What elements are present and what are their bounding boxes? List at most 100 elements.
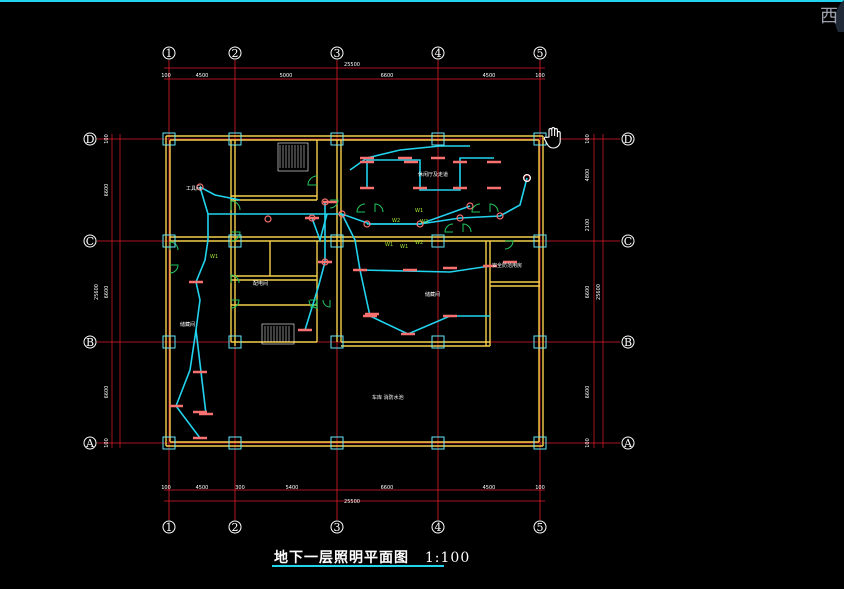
ceiling-light: [363, 220, 371, 228]
light-fixtures: [169, 156, 531, 440]
door-swing: [504, 240, 514, 250]
room-label-storage_1: 储藏间: [180, 321, 195, 328]
door-swing: [230, 274, 240, 284]
column: [431, 132, 445, 146]
dim-left-span: 6600: [104, 386, 110, 399]
wall-outlines: [165, 135, 544, 447]
drawing-scale: 1:100: [424, 550, 471, 566]
dim-right-span: 6600: [585, 386, 591, 399]
dim-bottom-span: 4500: [483, 485, 496, 491]
dim-bottom-span: 6600: [381, 485, 394, 491]
room-label-tool_room: 工具间: [186, 185, 201, 192]
ceiling-light: [264, 215, 272, 223]
grid-col-bottom-1-label: 1: [166, 521, 173, 534]
dim-left-span: 100: [104, 438, 110, 448]
door-swing: [356, 203, 366, 213]
ceiling-light: [456, 214, 464, 222]
grid-row-left-D-label: D: [86, 133, 95, 146]
grid-col-top-4-label: 4: [435, 47, 442, 60]
dim-bottom-span: 100: [161, 485, 171, 491]
grid-col-bottom-2-label: 2: [232, 521, 239, 534]
wire-run: [175, 214, 209, 407]
room-label-distribution_room: 配电间: [253, 280, 268, 287]
dim-bottom-span: 4500: [196, 485, 209, 491]
door-swing: [374, 203, 384, 213]
grid-row-left-B-label: B: [86, 336, 94, 349]
axis-lines: [97, 60, 620, 520]
wire-run: [311, 213, 328, 243]
door-swing: [230, 200, 241, 211]
dim-top-span: 6600: [381, 73, 394, 79]
ceiling-light: [523, 174, 531, 182]
door-swing: [169, 241, 179, 251]
grid-col-top-2-label: 2: [232, 47, 239, 60]
column: [330, 132, 344, 146]
pan-hand-cursor-icon: [543, 127, 561, 149]
door-swing: [329, 199, 339, 209]
dim-top-span: 4500: [196, 73, 209, 79]
ceiling-light: [308, 214, 316, 222]
dim-bottom-span: 100: [535, 485, 545, 491]
drawing-title: 地下一层照明平面图 1:100: [274, 547, 470, 567]
column: [533, 234, 547, 248]
room-label-lounge: 休闲厅及走道: [418, 171, 448, 178]
wire-run: [304, 202, 326, 331]
dim-top-span: 5000: [280, 73, 293, 79]
dim-right-span: 2100: [585, 219, 591, 232]
dim-bottom-span: 5400: [286, 485, 299, 491]
grid-col-top-5-label: 5: [537, 47, 544, 60]
grid-row-left-C-circle: [83, 234, 97, 248]
door-swing: [489, 203, 499, 213]
column: [330, 335, 344, 349]
grid-row-right-A-circle: [621, 436, 635, 450]
grid-col-bottom-4-circle: [431, 520, 445, 534]
grid-row-right-C-label: C: [624, 235, 632, 248]
dim-top-span: 100: [535, 73, 545, 79]
column: [431, 335, 445, 349]
grid-row-right-C-circle: [621, 234, 635, 248]
circuit-tag-t4: W1: [385, 242, 393, 248]
lighting-wiring: [175, 145, 528, 439]
grid-col-top-5-circle: [533, 46, 547, 60]
column: [228, 436, 242, 450]
title-underline: [272, 565, 444, 567]
circuit-tag-t7: W1: [210, 254, 218, 260]
dim-right-span: 100: [585, 134, 591, 144]
grid-col-bottom-4-label: 4: [435, 521, 442, 534]
room-label-parking: 车库 消防水池: [372, 394, 404, 401]
column: [162, 132, 176, 146]
room-label-storage_2: 储藏间: [425, 291, 440, 298]
compass-widget[interactable]: [812, 0, 844, 32]
column: [533, 436, 547, 450]
column: [162, 335, 176, 349]
door-swing: [322, 299, 331, 308]
column: [533, 335, 547, 349]
wire-run: [199, 186, 241, 201]
column: [330, 436, 344, 450]
ceiling-light: [416, 220, 424, 228]
door-swing: [230, 231, 241, 242]
compass-direction-label[interactable]: 西: [820, 6, 838, 27]
grid-row-left-A-circle: [83, 436, 97, 450]
wire-run: [359, 269, 490, 335]
circuit-tag-t3: W2: [420, 219, 428, 225]
door-swing: [462, 223, 472, 233]
column: [228, 234, 242, 248]
column: [228, 132, 242, 146]
grid-row-right-A-label: A: [623, 437, 633, 450]
grid-col-top-1-circle: [162, 46, 176, 60]
door-swing: [471, 203, 481, 213]
ceiling-light: [321, 198, 329, 206]
column: [162, 436, 176, 450]
dim-right-span: 4800: [585, 169, 591, 182]
circuit-tag-t2: W1: [415, 208, 423, 214]
circuit-tag-t1: W2: [392, 218, 400, 224]
dim-left-total: 25600: [94, 284, 100, 300]
grid-row-right-D-circle: [621, 132, 635, 146]
column: [431, 234, 445, 248]
ceiling-light: [338, 210, 346, 218]
column: [431, 436, 445, 450]
wire-run: [367, 205, 471, 225]
